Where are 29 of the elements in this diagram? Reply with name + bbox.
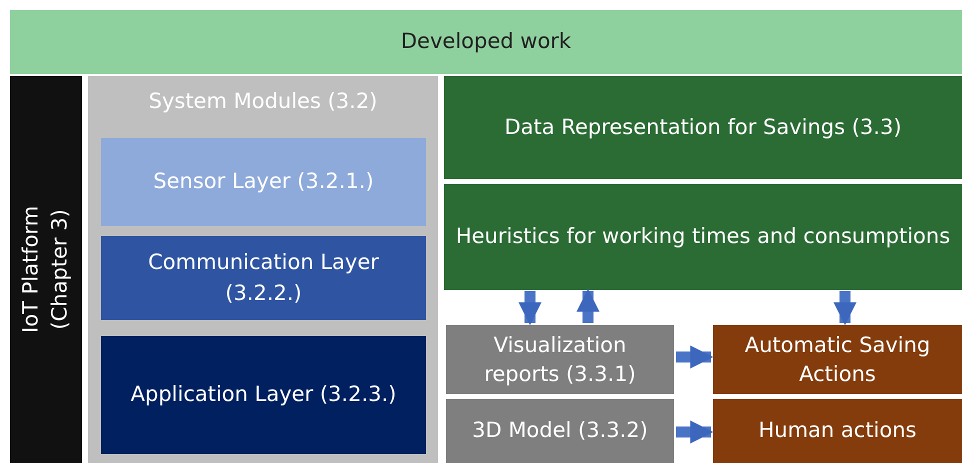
report-box: [446, 325, 674, 394]
node-label: Sensor Layer (3.2.1.): [152, 168, 375, 196]
node-label: System Modules (3.2): [148, 88, 378, 115]
section-box: [444, 184, 962, 290]
node-label: 3D Model (3.3.2): [471, 417, 649, 444]
node-label: Human actions: [758, 417, 918, 444]
layer-box: [101, 236, 426, 320]
node-label: IoT Platform (Chapter 3): [18, 204, 73, 334]
banner: [10, 10, 962, 74]
block-arrow: [576, 288, 600, 323]
side-band: [10, 76, 82, 463]
node-label: Communication Layer (3.2.2.): [147, 248, 380, 307]
node-label: Application Layer (3.2.3.): [130, 381, 398, 408]
module-panel: [88, 76, 438, 463]
action-box: [713, 325, 962, 394]
section-box: [444, 76, 962, 179]
node-label: Heuristics for working times and consumptions: [454, 223, 952, 250]
node-label: Visualization reports (3.3.1): [483, 332, 637, 388]
node-label: Automatic Saving Actions: [744, 332, 932, 388]
node-label: Data Representation for Savings (3.3): [503, 114, 903, 141]
block-arrow: [833, 291, 857, 326]
action-box: [713, 399, 962, 463]
node-label: Developed work: [400, 28, 572, 56]
block-arrow: [676, 420, 714, 444]
block-arrow: [518, 291, 542, 326]
layer-box: [101, 138, 426, 226]
layer-box: [101, 336, 426, 454]
block-arrow: [676, 345, 714, 369]
report-box: [446, 399, 674, 463]
